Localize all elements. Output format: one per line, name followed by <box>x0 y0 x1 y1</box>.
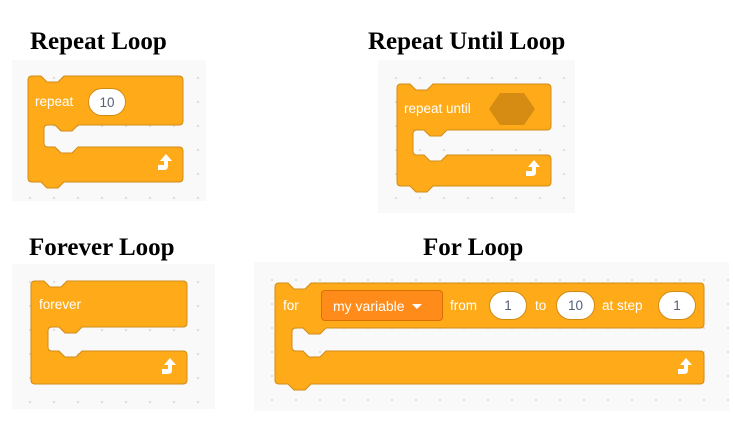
repeat-until-keyword: repeat until <box>404 101 471 116</box>
for-keyword: for <box>283 298 299 313</box>
condition-slot[interactable] <box>489 93 535 125</box>
for-to-input[interactable]: 10 <box>556 291 595 320</box>
repeat-count-input[interactable]: 10 <box>88 88 126 116</box>
forever-loop-title: Forever Loop <box>29 234 175 261</box>
variable-dropdown-label: my variable <box>333 297 405 314</box>
for-step-label: at step <box>602 298 643 313</box>
forever-keyword: forever <box>39 297 82 312</box>
for-loop-title: For Loop <box>423 234 524 261</box>
for-to-label: to <box>535 298 547 313</box>
variable-dropdown[interactable]: my variable <box>321 290 443 321</box>
repeat-keyword: repeat <box>35 94 74 109</box>
for-from-input[interactable]: 1 <box>489 291 527 320</box>
repeat-loop-title: Repeat Loop <box>30 28 167 55</box>
caret-down-icon <box>411 304 422 309</box>
for-step-input[interactable]: 1 <box>658 291 696 320</box>
for-from-label: from <box>450 298 477 313</box>
repeat-until-loop-title: Repeat Until Loop <box>368 28 566 55</box>
